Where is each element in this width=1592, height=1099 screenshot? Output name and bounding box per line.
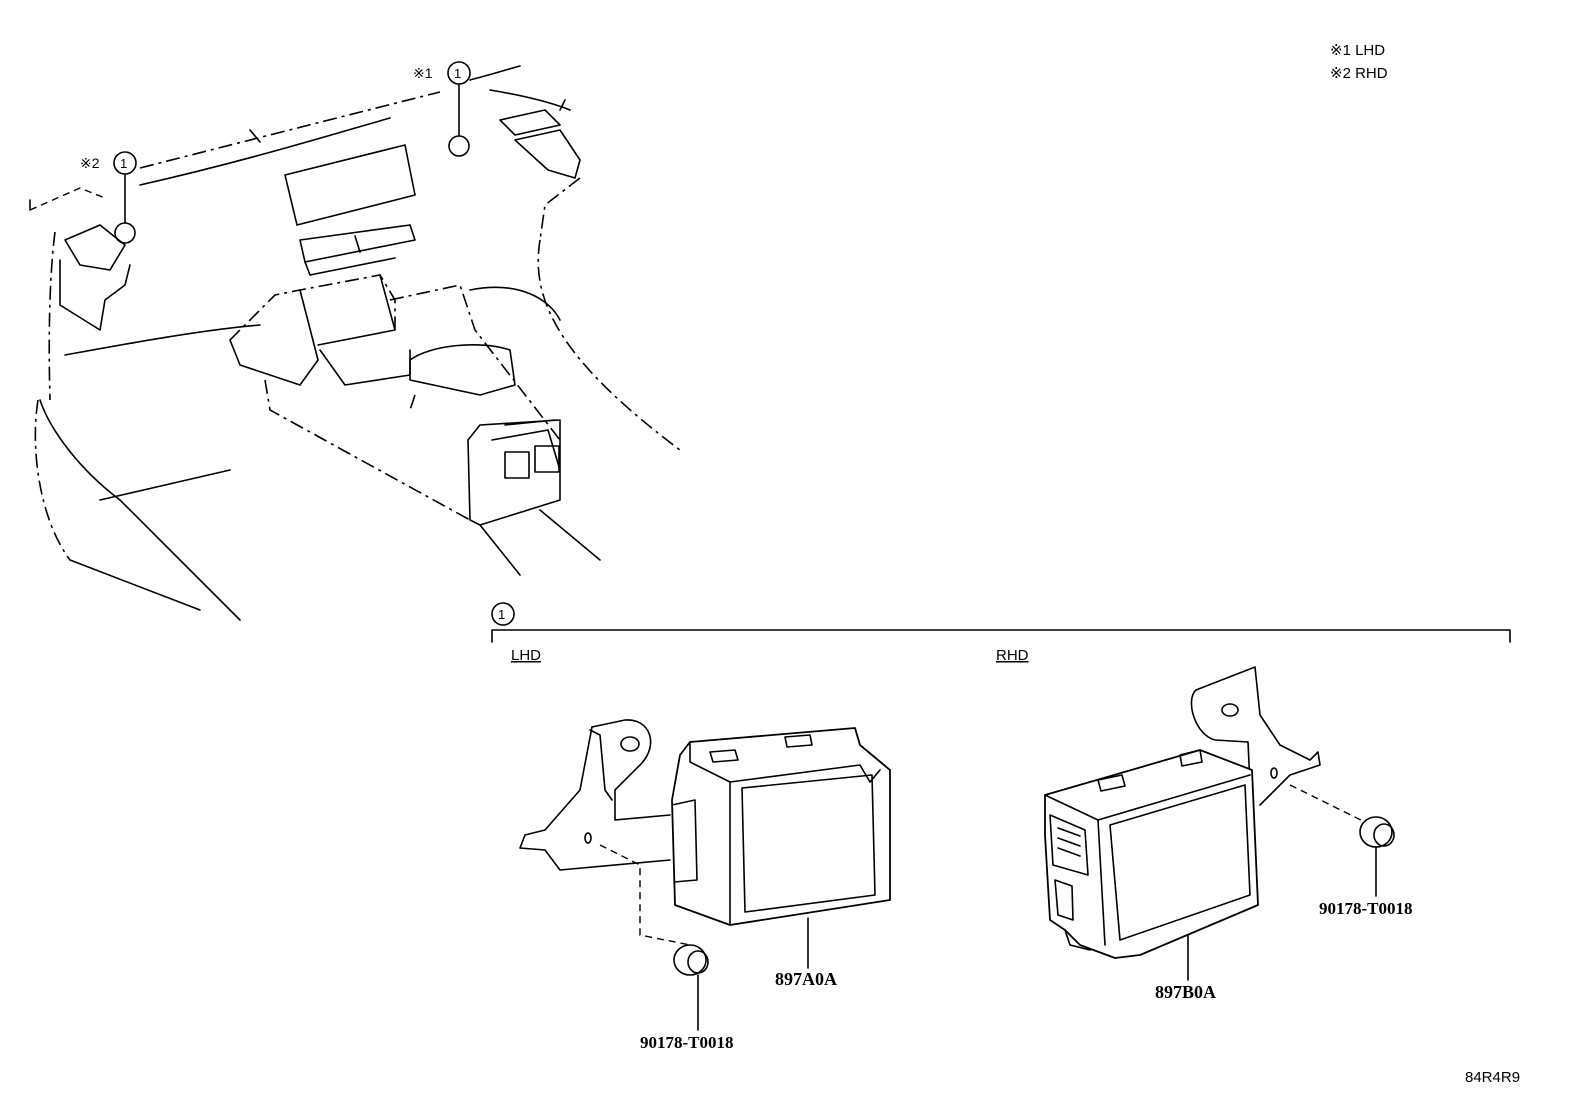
rhd-location-marker [114, 222, 136, 244]
detail-ref-number: 1 [498, 607, 505, 622]
legend-note-lhd: ※1 LHD [1330, 42, 1385, 59]
rhd-section-title: RHD [996, 647, 1029, 664]
rhd-module-part-number: 897B0A [1155, 982, 1216, 1002]
lhd-section-title: LHD [511, 647, 541, 664]
rhd-module-assembly: 90178-T0018 897B0A [1044, 666, 1413, 1002]
figure-code: 84R4R9 [1465, 1069, 1520, 1086]
lhd-callout-number: 1 [454, 66, 461, 81]
lhd-module-part-number: 897A0A [775, 969, 837, 989]
legend: ※1 LHD ※2 RHD [1330, 42, 1388, 82]
lhd-clip-part-number: 90178-T0018 [640, 1033, 734, 1052]
dashboard-overview-illustration: 1 ※2 1 ※1 [29, 61, 681, 621]
rhd-callout-mark: ※2 [80, 155, 100, 171]
lhd-module-assembly: 90178-T0018 897A0A [519, 719, 891, 1052]
legend-note-rhd: ※2 RHD [1330, 65, 1388, 82]
lhd-callout-mark: ※1 [413, 65, 433, 81]
rhd-clip-part-number: 90178-T0018 [1319, 899, 1413, 918]
rhd-callout-number: 1 [120, 156, 127, 171]
lhd-location-marker [448, 135, 470, 157]
detail-header: 1 LHD RHD [491, 602, 1511, 664]
